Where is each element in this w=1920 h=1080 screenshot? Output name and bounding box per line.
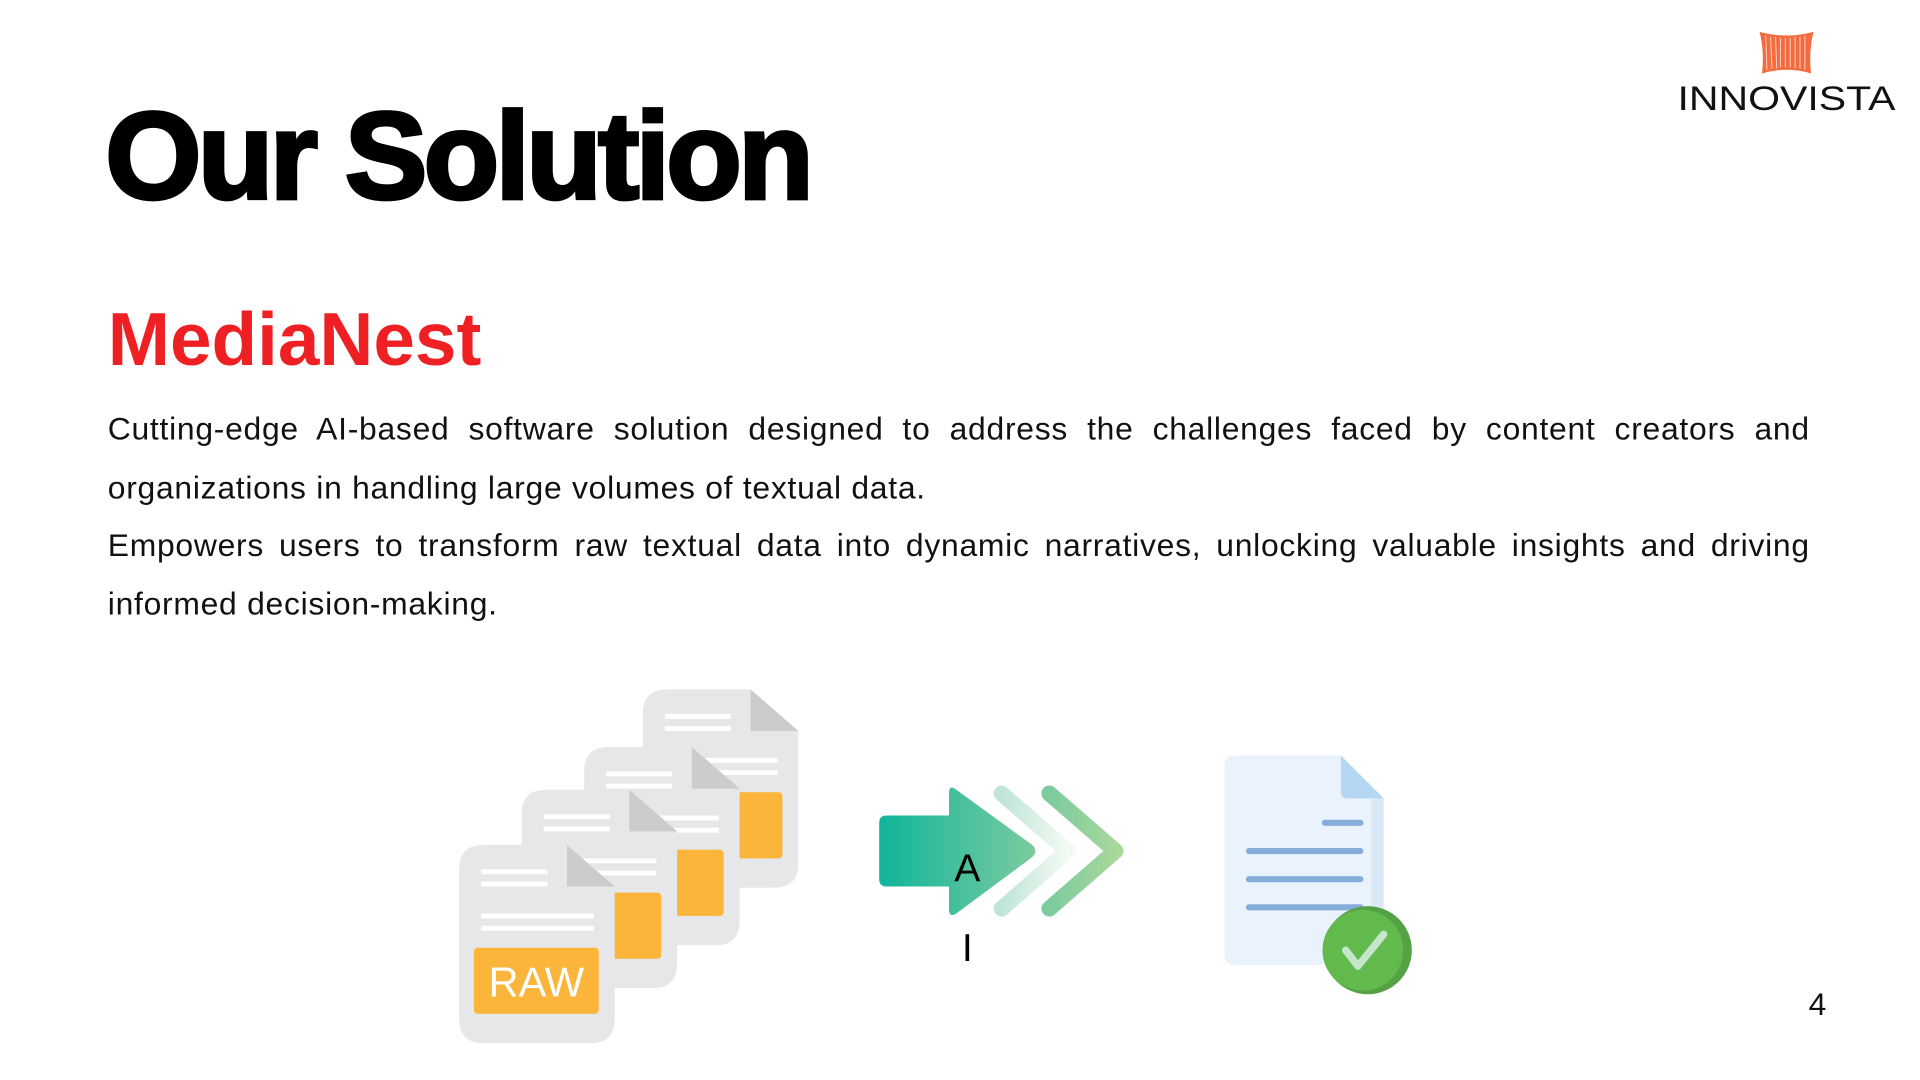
- description: Cutting-edge AI-based software solution …: [108, 400, 1810, 633]
- approved-document-icon: [1224, 755, 1412, 995]
- innovista-logo: INNOVISTA: [1665, 24, 1910, 122]
- innovista-logo-icon: INNOVISTA: [1678, 31, 1896, 118]
- raw-document-stack-icon: RAW: [459, 689, 799, 1044]
- page-number: 4: [1808, 985, 1827, 1023]
- page-title: Our Solution: [103, 88, 815, 226]
- raw-label: RAW: [489, 959, 585, 1006]
- logo-text: INNOVISTA: [1678, 80, 1896, 118]
- description-paragraph: Empowers users to transform raw textual …: [107, 526, 1810, 622]
- ai-letter-a: A: [954, 848, 981, 891]
- description-paragraph: Cutting-edge AI-based software solution …: [107, 410, 1810, 506]
- ai-arrow-icon: A I: [879, 785, 1124, 970]
- product-name: MediaNest: [107, 297, 482, 381]
- ai-letter-i: I: [962, 927, 973, 970]
- check-icon: [1322, 909, 1404, 991]
